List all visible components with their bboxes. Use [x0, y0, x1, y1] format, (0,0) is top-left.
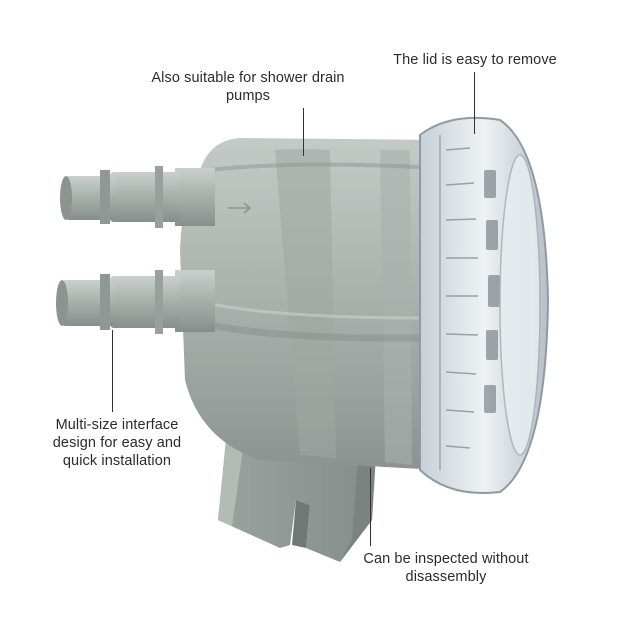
- callout-interface-line1: Multi-size interface: [55, 417, 179, 433]
- upper-inlet-pipe: [60, 166, 215, 228]
- callout-lid-text: The lid is easy to remove: [393, 52, 557, 68]
- leader-line-lid: [474, 72, 476, 134]
- callout-shower-line2: pumps: [225, 88, 271, 104]
- leader-line-inspect: [370, 468, 372, 546]
- leader-line-interface: [112, 330, 114, 412]
- callout-shower: Also suitable for shower drain pumps: [118, 69, 378, 105]
- clear-lid: [419, 116, 550, 495]
- callout-interface-line2: design for easy and: [52, 435, 182, 451]
- callout-shower-line1: Also suitable for shower drain: [151, 70, 345, 86]
- lower-inlet-pipe: [56, 270, 215, 334]
- callout-lid: The lid is easy to remove: [370, 51, 580, 69]
- callout-inspect-line1: Can be inspected without: [363, 551, 529, 567]
- leader-line-shower: [303, 108, 305, 156]
- callout-inspect: Can be inspected without disassembly: [336, 550, 556, 586]
- strainer-body: [180, 138, 440, 470]
- callout-inspect-line2: disassembly: [405, 569, 487, 585]
- callout-interface: Multi-size interface design for easy and…: [32, 416, 202, 470]
- callout-interface-line3: quick installation: [62, 453, 172, 469]
